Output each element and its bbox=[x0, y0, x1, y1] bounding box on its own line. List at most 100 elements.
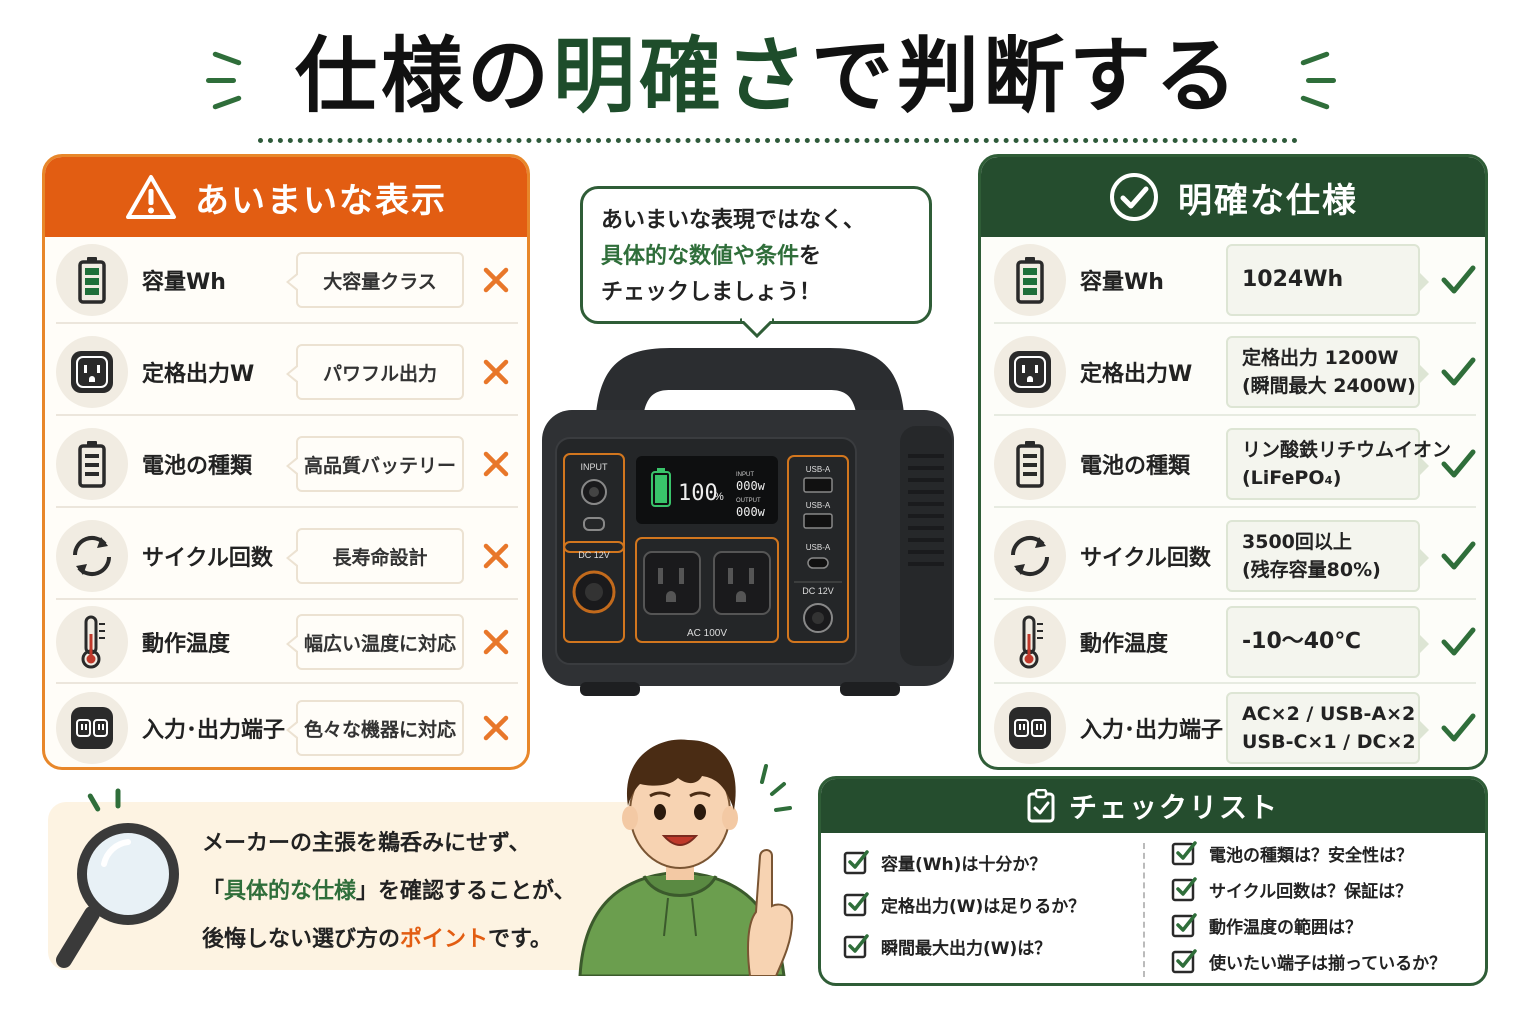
bubble-line-3: チェックしましょう！ bbox=[601, 280, 822, 305]
row-divider bbox=[994, 322, 1476, 324]
checklist-item-text: サイクル回数は？保証は？ bbox=[1209, 881, 1413, 902]
spec-row-label: 容量Wh bbox=[1080, 270, 1164, 295]
spec-value-line-2: USB-C×1 / DC×2 bbox=[1242, 731, 1416, 753]
vague-panel-title: あいまいな表示 bbox=[195, 180, 447, 221]
checklist-item: 瞬間最大出力(W)は？ bbox=[843, 925, 1085, 967]
checklist-item: 電池の種類は？安全性は？ bbox=[1171, 835, 1446, 871]
usb-a-port-1 bbox=[803, 477, 833, 493]
vague-row-label: 容量Wh bbox=[142, 270, 226, 295]
usb-a-port-2 bbox=[803, 513, 833, 529]
vague-row: 電池の種類高品質バッテリー bbox=[56, 420, 518, 508]
power-station-illustration: INPUT 100 % INPUT 000w OUTPUT 000w DC 12… bbox=[542, 348, 954, 696]
cycle-arrows-icon bbox=[994, 520, 1066, 592]
vague-claim: 長寿命設計 bbox=[286, 528, 464, 584]
spec-value-line-1: 定格出力 1200W bbox=[1242, 347, 1399, 369]
row-divider bbox=[994, 682, 1476, 684]
spec-value: リン酸鉄リチウムイオン (LiFePO₄) bbox=[1226, 428, 1452, 500]
magnifier-icon bbox=[56, 823, 179, 968]
bubble-line-1: あいまいな表現ではなく、 bbox=[601, 208, 866, 233]
battery-percent-sign: % bbox=[714, 491, 724, 503]
spec-value-line-1: 1024Wh bbox=[1242, 267, 1344, 292]
clear-panel-title: 明確な仕様 bbox=[1178, 180, 1358, 221]
dc-left-label: DC 12V bbox=[578, 550, 610, 560]
ac-label: AC 100V bbox=[687, 628, 727, 639]
note-line-2: 「具体的な仕様」を確認することが、 bbox=[202, 868, 622, 916]
checklist-item-text: 瞬間最大出力(W)は？ bbox=[881, 938, 1052, 959]
row-divider bbox=[994, 506, 1476, 508]
cycle-arrows-icon bbox=[56, 520, 128, 592]
spec-value-line-1: AC×2 / USB-A×2 bbox=[1242, 703, 1416, 725]
note-line-3: 後悔しない選び方のポイントです。 bbox=[202, 916, 622, 964]
vague-row-label: 動作温度 bbox=[142, 632, 231, 657]
vague-row-label: 電池の種類 bbox=[142, 454, 253, 479]
note-line-2-rest: 」を確認することが、 bbox=[356, 879, 576, 904]
title-part-1: 仕様の bbox=[294, 29, 553, 124]
display-input-label: INPUT bbox=[736, 472, 754, 478]
checklist-panel: チェックリスト 容量(Wh)は十分か？定格出力(W)は足りるか？ 瞬間最大出力(W… bbox=[818, 776, 1488, 986]
check-mark-icon bbox=[1441, 265, 1476, 294]
row-divider bbox=[994, 414, 1476, 416]
vague-claim: パワフル出力 bbox=[286, 344, 464, 400]
vague-claim: 大容量クラス bbox=[286, 252, 464, 308]
note-highlight-green: 具体的な仕様 bbox=[224, 879, 357, 904]
dc-right-label: DC 12V bbox=[802, 586, 834, 596]
checklist-item: 使いたい端子は揃っているか？ bbox=[1171, 943, 1446, 979]
bubble-line-2-rest: を bbox=[799, 244, 822, 269]
spec-value-line-2: (LiFePO₄) bbox=[1242, 467, 1342, 489]
vague-panel-header: あいまいな表示 bbox=[45, 157, 527, 237]
row-divider bbox=[56, 682, 518, 684]
checkbox-checked-icon bbox=[1171, 841, 1197, 866]
vague-row-label: 入力･出力端子 bbox=[142, 718, 286, 743]
note-line-1: メーカーの主張を鵜呑みにせず、 bbox=[202, 831, 531, 856]
checklist-header: チェックリスト bbox=[821, 779, 1485, 833]
usb-a-1-label: USB-A bbox=[806, 465, 831, 474]
check-mark-icon bbox=[1441, 357, 1476, 386]
checklist-title: チェックリスト bbox=[1068, 791, 1279, 824]
check-mark-icon bbox=[1441, 713, 1476, 742]
check-mark-icon bbox=[1441, 541, 1476, 570]
row-divider bbox=[56, 322, 518, 324]
spec-row-label: 電池の種類 bbox=[1080, 454, 1191, 479]
outlet-icon bbox=[994, 336, 1066, 408]
check-mark-icon bbox=[1441, 627, 1476, 656]
outlet-icon bbox=[56, 336, 128, 408]
power-button bbox=[583, 517, 605, 531]
row-divider bbox=[994, 598, 1476, 600]
bubble-line-2: 具体的な数値や条件を bbox=[601, 239, 911, 275]
spec-row-label: 定格出力W bbox=[1080, 362, 1193, 387]
note-line-3-rest: です。 bbox=[488, 927, 552, 952]
x-mark-icon bbox=[483, 629, 509, 655]
ports-icon bbox=[994, 692, 1066, 764]
spec-row: 電池の種類 リン酸鉄リチウムイオン (LiFePO₄) bbox=[994, 420, 1476, 508]
ports-icon bbox=[56, 692, 128, 764]
vague-row: 動作温度 幅広い温度に対応 bbox=[56, 598, 518, 686]
spec-row-label: 入力･出力端子 bbox=[1080, 718, 1224, 743]
check-circle-icon bbox=[1110, 173, 1158, 221]
title-underline bbox=[258, 138, 1298, 143]
row-divider bbox=[56, 598, 518, 600]
vague-row: 入力･出力端子色々な機器に対応 bbox=[56, 684, 518, 772]
warning-triangle-icon bbox=[126, 175, 176, 219]
vague-claim: 幅広い温度に対応 bbox=[286, 614, 464, 670]
battery-icon bbox=[56, 244, 128, 316]
battery-gauge-fill bbox=[655, 475, 667, 503]
checkbox-checked-icon bbox=[843, 850, 869, 875]
note-bracket-open: 「 bbox=[202, 879, 225, 904]
checklist-item: 動作温度の範囲は？ bbox=[1171, 907, 1446, 943]
spec-value-line-1: -10～40℃ bbox=[1242, 629, 1362, 654]
spec-row-label: 動作温度 bbox=[1080, 632, 1169, 657]
spec-value: 3500回以上(残存容量80%) bbox=[1226, 520, 1429, 592]
spec-value-line-1: リン酸鉄リチウムイオン bbox=[1242, 439, 1452, 461]
usb-a-2-label: USB-A bbox=[806, 501, 831, 510]
row-divider bbox=[56, 414, 518, 416]
vague-row: サイクル回数長寿命設計 bbox=[56, 512, 518, 600]
checklist-item: 定格出力(W)は足りるか？ bbox=[843, 883, 1085, 925]
checklist-item-text: 使いたい端子は揃っているか？ bbox=[1209, 953, 1447, 974]
checklist-item: 容量(Wh)は十分か？ bbox=[843, 841, 1085, 883]
check-mark-icon bbox=[1441, 449, 1476, 478]
lcd-display bbox=[636, 456, 778, 524]
spec-value-line-1: 3500回以上 bbox=[1242, 531, 1352, 553]
